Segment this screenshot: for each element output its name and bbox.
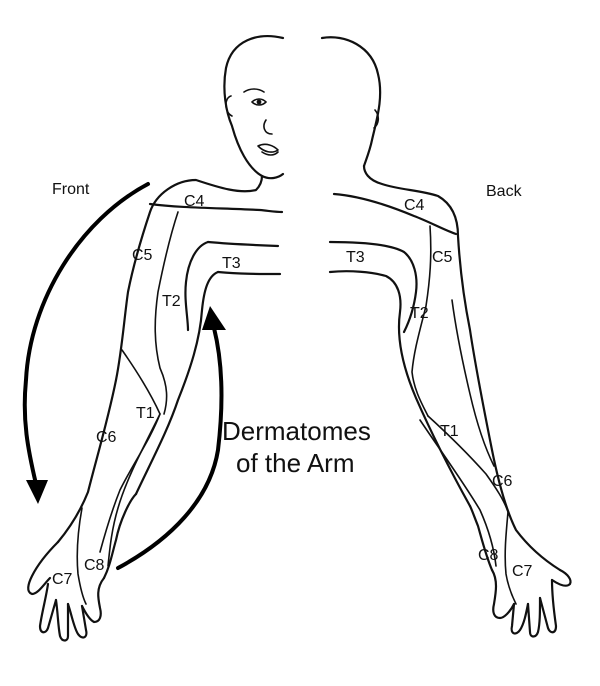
back-label-c5: C5 bbox=[432, 249, 453, 266]
back-arm-outline bbox=[411, 225, 572, 638]
front-label-t3: T3 bbox=[222, 255, 241, 272]
back-label-t1: T1 bbox=[440, 423, 459, 440]
front-curved-arrow bbox=[22, 182, 150, 504]
back-label-c4: C4 bbox=[404, 197, 425, 214]
front-label-c4: C4 bbox=[184, 193, 205, 210]
back-label-t3: T3 bbox=[346, 249, 365, 266]
front-label-t1: T1 bbox=[136, 405, 155, 422]
front-label-c7: C7 bbox=[52, 571, 73, 588]
front-view-label: Front bbox=[52, 181, 90, 198]
back-label-c7: C7 bbox=[512, 563, 533, 580]
front-label-c5: C5 bbox=[132, 247, 153, 264]
back-label-c6: C6 bbox=[492, 473, 513, 490]
back-label-t2: T2 bbox=[410, 305, 429, 322]
title-line-2: of the Arm bbox=[236, 448, 355, 478]
face-features bbox=[243, 88, 279, 156]
back-label-c8: C8 bbox=[478, 547, 499, 564]
head-outline bbox=[223, 35, 382, 180]
front-label-t2: T2 bbox=[162, 293, 181, 310]
front-arm-outline bbox=[27, 211, 179, 642]
title-line-1: Dermatomes bbox=[222, 416, 371, 446]
upward-curved-arrow bbox=[116, 306, 226, 570]
front-label-c6: C6 bbox=[96, 429, 117, 446]
front-label-c8: C8 bbox=[84, 557, 105, 574]
back-torso-outline bbox=[328, 164, 562, 572]
front-torso-outline bbox=[56, 174, 284, 544]
back-view-label: Back bbox=[486, 183, 523, 200]
